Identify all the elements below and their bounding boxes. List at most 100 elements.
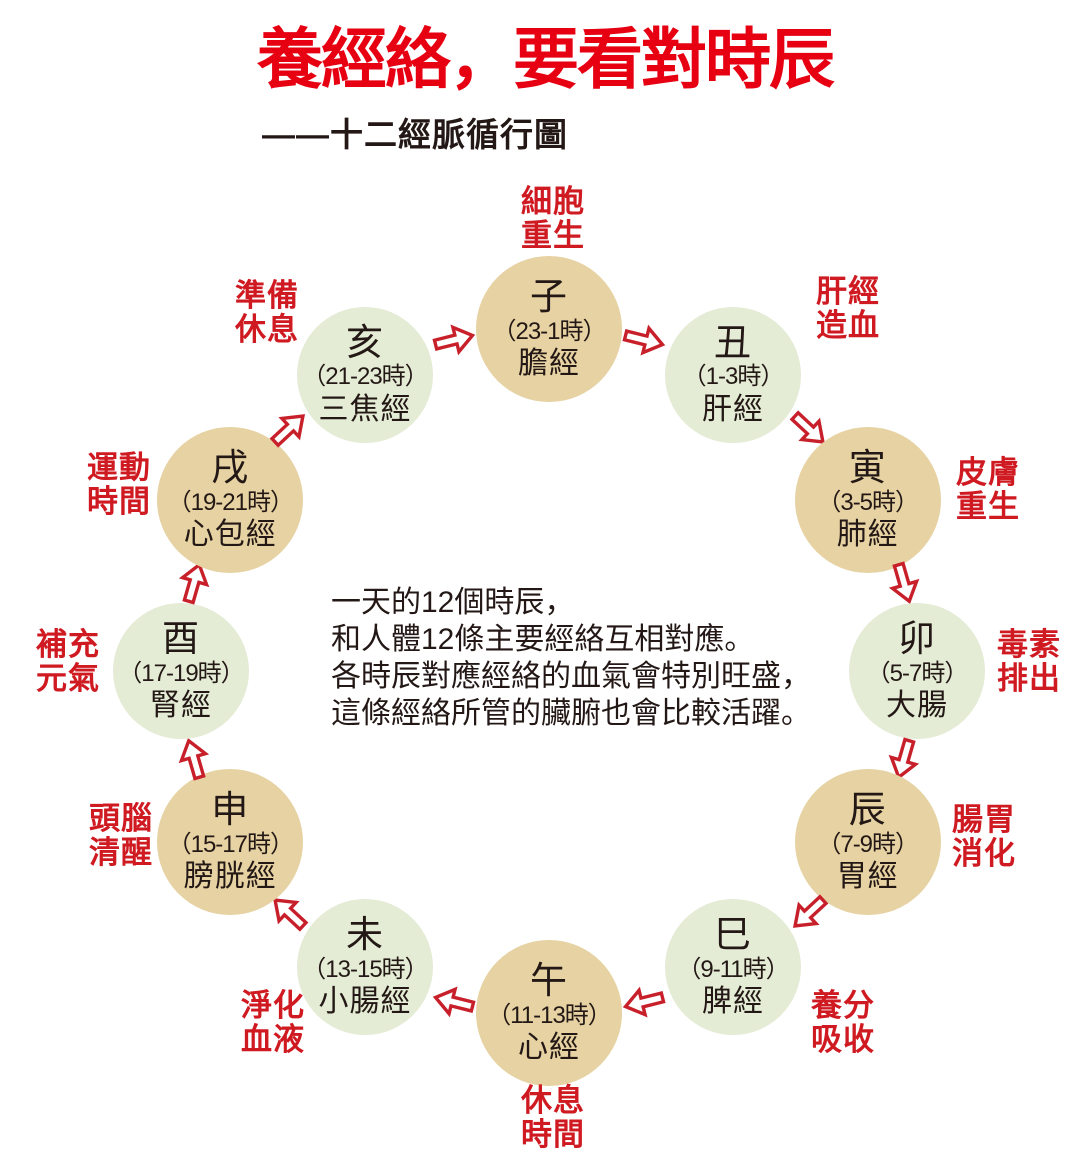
function-label-line: 補充 — [36, 626, 100, 662]
clock-node-三焦經: 亥（21-23時）三焦經 — [297, 306, 433, 443]
function-label-line: 休息 — [521, 1082, 585, 1118]
meridian-name: 膽經 — [518, 346, 580, 380]
branch-char: 辰 — [848, 788, 887, 830]
function-label-心經: 休息時間 — [521, 1082, 585, 1152]
time-range: （3-5時） — [817, 488, 919, 516]
time-range: （15-17時） — [167, 830, 294, 858]
branch-char: 丑 — [714, 321, 752, 363]
function-label-line: 肝經 — [816, 273, 880, 309]
flow-arrow-icon — [262, 886, 316, 939]
function-label-line: 血液 — [241, 1022, 305, 1057]
branch-char: 午 — [530, 959, 568, 1001]
branch-char: 申 — [211, 788, 250, 830]
function-label-小腸經: 淨化血液 — [241, 987, 305, 1057]
function-label-line: 休息 — [235, 312, 299, 347]
time-range: （11-13時） — [487, 1001, 612, 1029]
meridian-name: 胃經 — [836, 859, 899, 893]
function-label-line: 準備 — [235, 277, 299, 313]
function-label-肺經: 皮膚重生 — [956, 454, 1020, 524]
time-range: （9-11時） — [677, 955, 789, 983]
function-label-line: 排出 — [997, 661, 1061, 696]
center-description-line: 這條經絡所管的臟腑也會比較活躍。 — [331, 697, 811, 730]
function-label-胃經: 腸胃消化 — [952, 801, 1016, 871]
clock-node-膽經: 子（23-1時）膽經 — [476, 256, 622, 402]
function-label-肝經: 肝經造血 — [816, 273, 880, 343]
flow-arrow-icon — [782, 886, 836, 939]
function-label-line: 造血 — [816, 308, 880, 343]
flow-arrow-icon — [428, 981, 478, 1023]
clock-node-大腸: 卯（5-7時）大腸 — [849, 603, 985, 739]
center-description-line: 各時辰對應經絡的血氣會特別旺盛， — [331, 660, 811, 693]
flow-arrow-icon — [883, 734, 926, 785]
center-description-line: 一天的12個時辰， — [331, 586, 575, 619]
flow-arrow-icon — [619, 981, 669, 1023]
branch-char: 卯 — [898, 617, 936, 659]
function-label-大腸: 毒素排出 — [997, 626, 1061, 696]
time-range: （17-19時） — [118, 659, 244, 687]
clock-node-膀胱經: 申（15-17時）膀胱經 — [157, 769, 304, 915]
meridian-name: 脾經 — [702, 985, 764, 1019]
meridian-name: 肝經 — [702, 392, 764, 426]
meridian-name: 膀胱經 — [183, 859, 277, 893]
function-label-line: 毒素 — [997, 626, 1061, 662]
time-range: （19-21時） — [167, 488, 294, 516]
flow-arrow-icon — [782, 403, 836, 456]
branch-char: 巳 — [714, 913, 752, 955]
branch-char: 寅 — [848, 446, 887, 488]
branch-char: 酉 — [162, 617, 200, 659]
clock-node-小腸經: 未（13-15時）小腸經 — [297, 899, 433, 1036]
function-label-膀胱經: 頭腦清醒 — [89, 800, 153, 870]
time-range: （5-7時） — [866, 659, 969, 687]
function-label-line: 時間 — [521, 1117, 585, 1152]
clock-node-腎經: 酉（17-19時）腎經 — [113, 603, 249, 739]
branch-char: 亥 — [346, 321, 384, 363]
function-label-line: 腸胃 — [952, 801, 1016, 837]
page-title: 養經絡，要看對時辰 — [257, 24, 835, 97]
clock-node-肝經: 丑（1-3時）肝經 — [665, 306, 801, 443]
meridian-name: 肺經 — [836, 517, 899, 551]
branch-char: 子 — [530, 275, 568, 317]
function-label-膽經: 細胞重生 — [521, 183, 585, 253]
page-subtitle: ——十二經脈循行圖 — [262, 116, 568, 153]
branch-char: 未 — [346, 913, 384, 955]
meridian-name: 心經 — [518, 1030, 580, 1064]
clock-node-胃經: 辰（7-9時）胃經 — [794, 769, 941, 915]
clock-node-肺經: 寅（3-5時）肺經 — [794, 427, 941, 573]
function-label-line: 運動 — [87, 449, 151, 485]
time-range: （13-15時） — [302, 955, 428, 983]
function-label-line: 皮膚 — [956, 454, 1020, 490]
time-range: （7-9時） — [817, 830, 919, 858]
meridian-name: 腎經 — [150, 688, 212, 722]
function-label-line: 淨化 — [241, 987, 305, 1023]
function-label-line: 清醒 — [89, 835, 153, 870]
center-description: 一天的12個時辰， 和人體12條主要經絡互相對應。 各時辰對應經絡的血氣會特別旺… — [331, 584, 811, 732]
function-label-line: 養分 — [811, 987, 875, 1023]
center-description-line: 和人體12條主要經絡互相對應。 — [331, 623, 755, 656]
time-range: （21-23時） — [302, 363, 428, 391]
flow-arrow-icon — [173, 734, 216, 785]
function-label-line: 時間 — [87, 484, 151, 519]
function-label-腎經: 補充元氣 — [36, 626, 100, 696]
clock-node-脾經: 巳（9-11時）脾經 — [665, 899, 801, 1036]
flow-arrow-icon — [619, 320, 669, 362]
function-label-line: 吸收 — [811, 1022, 875, 1057]
flow-arrow-icon — [173, 557, 216, 608]
flow-arrow-icon — [262, 403, 316, 456]
flow-arrow-icon — [883, 557, 926, 608]
meridian-name: 三焦經 — [318, 392, 412, 426]
function-label-line: 重生 — [956, 489, 1020, 524]
meridian-name: 心包經 — [183, 517, 277, 551]
clock-node-心經: 午（11-13時）心經 — [476, 940, 622, 1086]
function-label-line: 元氣 — [36, 661, 100, 696]
function-label-三焦經: 準備休息 — [235, 277, 299, 347]
function-label-line: 重生 — [521, 218, 585, 253]
time-range: （23-1時） — [492, 317, 606, 345]
clock-node-心包經: 戌（19-21時）心包經 — [157, 427, 304, 573]
branch-char: 戌 — [211, 446, 250, 488]
function-label-脾經: 養分吸收 — [811, 987, 875, 1057]
function-label-line: 細胞 — [521, 183, 585, 219]
flow-arrow-icon — [428, 320, 478, 362]
meridian-name: 大腸 — [886, 688, 948, 722]
function-label-line: 頭腦 — [89, 800, 153, 836]
function-label-line: 消化 — [952, 836, 1016, 871]
